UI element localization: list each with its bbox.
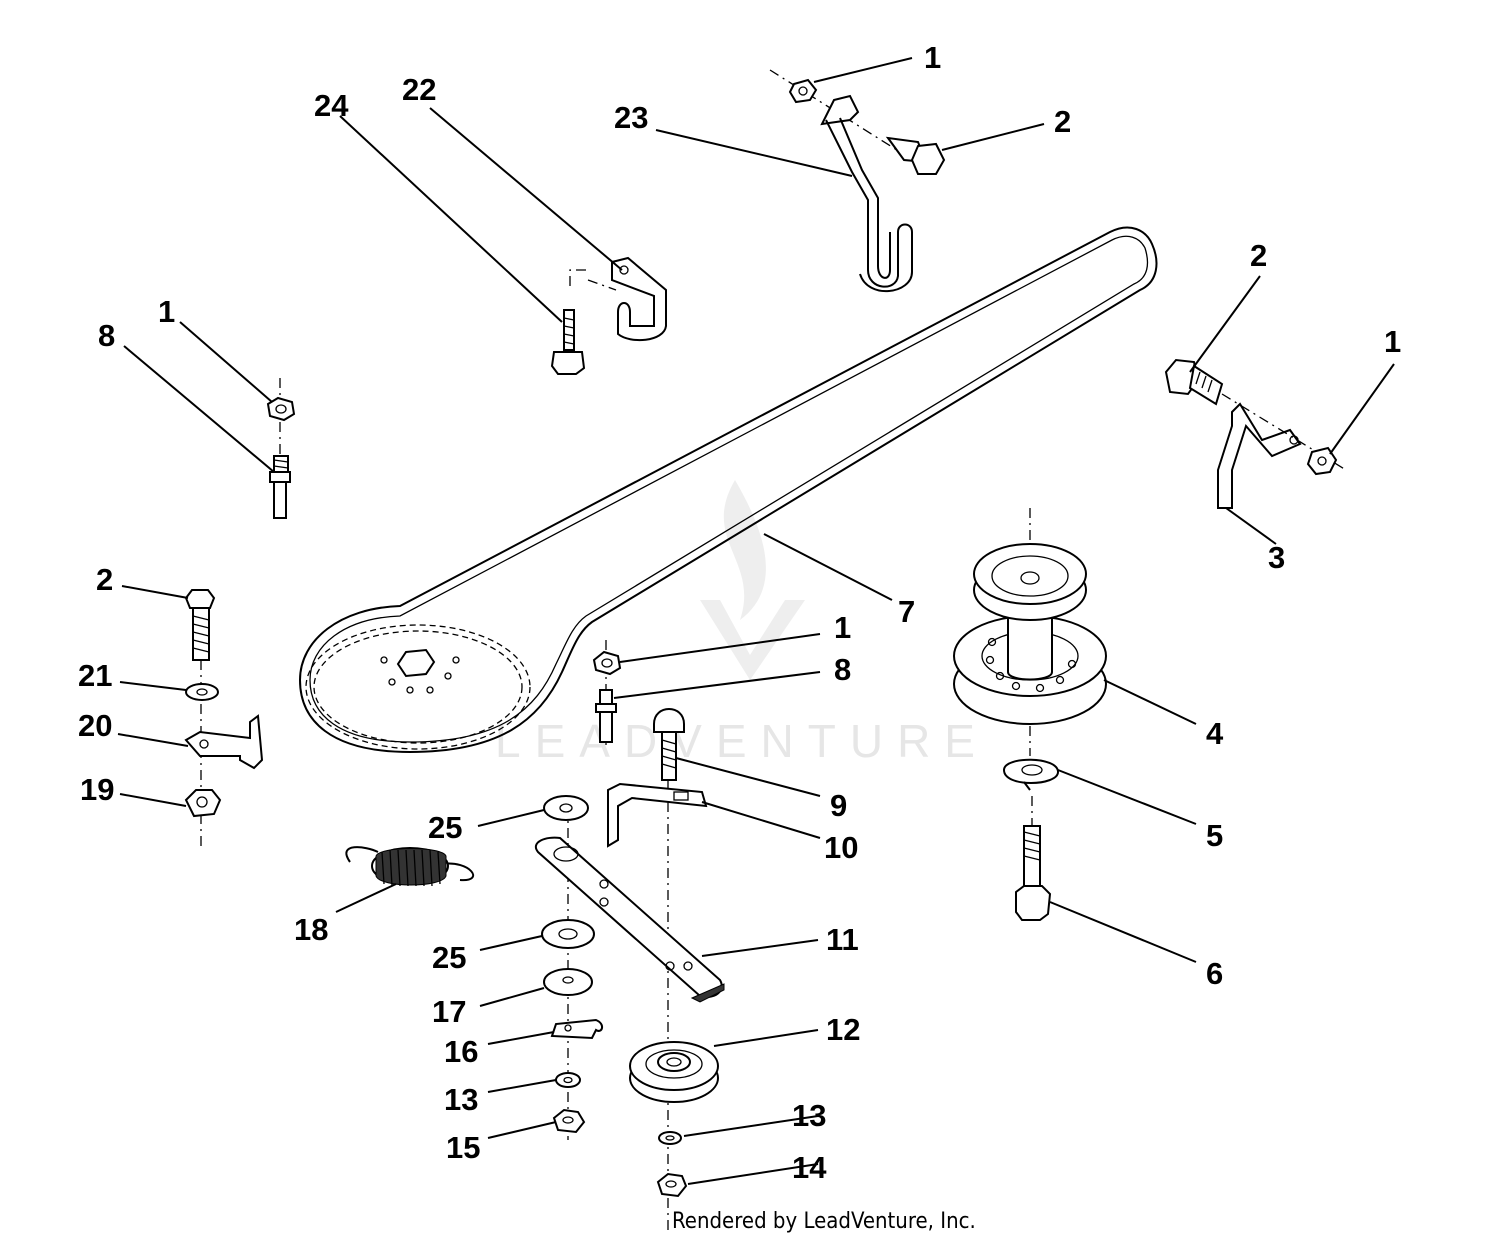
callout-17: 17 [432,994,466,1029]
spring-18 [345,846,474,887]
callout-4: 4 [1206,716,1224,751]
bracket-20 [184,714,264,770]
callout-3: 3 [1268,540,1285,575]
belt-guide-right [1164,358,1347,509]
bolt-2-left [184,589,216,609]
watermark-flame-icon [723,480,766,620]
callout-8: 8 [834,652,851,687]
callout-13: 13 [792,1098,826,1133]
nut-1-top [788,78,818,104]
washer-5 [1002,758,1060,784]
callout-18: 18 [294,912,328,947]
washer-13-right [658,1131,682,1145]
callout-2: 2 [1054,104,1071,139]
callout-6: 6 [1206,956,1223,991]
callout-20: 20 [78,708,112,743]
credit-text: Rendered by LeadVenture, Inc. [672,1209,976,1234]
idler-bolt-assembly [607,708,708,1230]
bushing-25-bottom [541,919,595,949]
nut-1-right [1306,446,1338,476]
callout-25: 25 [432,940,466,975]
callout-16: 16 [444,1034,478,1069]
callout-15: 15 [446,1130,480,1165]
nut-15 [552,1108,586,1134]
bolt-2-top [910,142,946,175]
watermark-text: LEADVENTURE [495,715,989,767]
belt-guide-small [550,256,667,375]
callout-12: 12 [826,1012,860,1047]
nut-14 [656,1172,688,1198]
callout-13: 13 [444,1082,478,1117]
washer-13-left [555,1072,581,1088]
engine-pulley-stack [953,508,1107,921]
callout-2: 2 [1250,238,1267,273]
callout-10: 10 [824,830,858,865]
nut-1-center [592,650,622,676]
callout-labels: 1 2 23 22 24 2 1 1 8 3 7 2 21 20 19 1 8 … [78,40,1401,1185]
stud-assembly-left [266,378,296,519]
bracket-10 [607,782,708,848]
stud-8-center [599,711,613,743]
callout-1: 1 [158,294,175,329]
callout-1: 1 [924,40,941,75]
drive-belt [298,226,1158,754]
stud-assembly-center [592,640,622,750]
callout-11: 11 [826,922,859,957]
idler-pulley-stack [629,1041,719,1198]
callout-23: 23 [614,100,648,135]
callout-2: 2 [96,562,113,597]
watermark-v-icon [700,600,805,680]
callout-21: 21 [78,658,112,693]
callout-14: 14 [792,1150,827,1185]
watermark: LEADVENTURE [495,480,989,767]
callout-9: 9 [830,788,847,823]
callout-1: 1 [1384,324,1401,359]
callout-19: 19 [80,772,114,807]
callout-8: 8 [98,318,115,353]
bushing-25-top [543,795,589,821]
clip-16 [550,1018,603,1040]
callout-1: 1 [834,610,851,645]
callout-25: 25 [428,810,462,845]
stud-8-left [273,481,287,519]
callout-22: 22 [402,72,436,107]
nut-19 [184,789,222,818]
belt-guide-top [769,69,946,292]
callout-24: 24 [314,88,349,123]
callout-5: 5 [1206,818,1223,853]
washer-21 [185,683,219,701]
screw-24 [563,309,575,351]
washer-17 [543,968,593,996]
carriage-bolt-9 [653,708,685,733]
callout-7: 7 [898,594,915,629]
idler-arm-stack [535,795,725,1140]
leader-lines [117,57,1395,1185]
bracket-assembly-left [184,589,264,846]
nut-1-left [266,396,296,422]
